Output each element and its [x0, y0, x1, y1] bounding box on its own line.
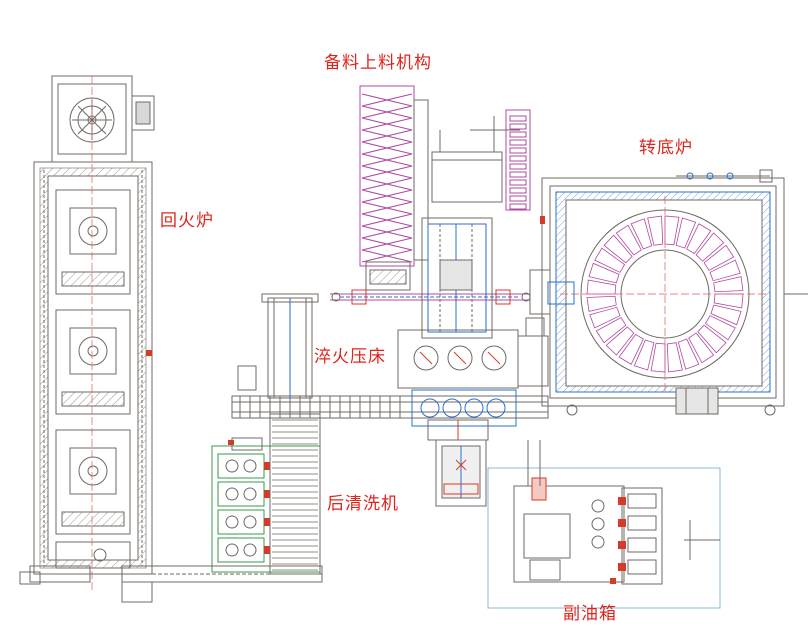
- pump-unit: [627, 515, 657, 531]
- quench-tank: [411, 389, 517, 427]
- hearth-segment: [713, 293, 744, 309]
- loader-column: [237, 293, 319, 399]
- pump-unit: [627, 559, 657, 575]
- warning-markers: [146, 216, 616, 584]
- hearth-segment: [697, 324, 727, 354]
- quench-press-label: 淬火压床: [314, 347, 386, 367]
- hearth-segment: [686, 223, 712, 255]
- feeding-mechanism: [359, 85, 531, 291]
- hearth-segment: [647, 215, 664, 246]
- hearth-segment: [703, 244, 735, 271]
- press-table: [397, 329, 519, 389]
- tempering-chamber: [55, 189, 131, 295]
- lower-cylinder: [435, 439, 487, 507]
- outlet-conveyor: [121, 565, 323, 603]
- hearth-segment: [603, 234, 633, 264]
- chamber-fan-icon: [78, 336, 108, 366]
- hearth-segment: [633, 339, 655, 371]
- chamber-fan-icon: [78, 456, 108, 486]
- tempering-chamber: [55, 429, 131, 535]
- chamber-fan-icon: [78, 216, 108, 246]
- oil-tank-boundary: [487, 467, 721, 609]
- hearth-segment: [666, 342, 683, 373]
- hearth-segment: [594, 247, 626, 273]
- hearth-segment: [713, 276, 744, 293]
- tempering-furnace-label: 回火炉: [160, 211, 214, 231]
- rotary-furnace-label: 转底炉: [639, 138, 693, 158]
- hearth-segment: [589, 306, 621, 329]
- aux-oil-tank-label: 副油箱: [563, 604, 617, 624]
- rotary-hearth-furnace: [529, 169, 808, 416]
- furnace-shell: [541, 177, 785, 407]
- hearth-segment: [695, 232, 725, 262]
- pump-unit: [627, 537, 657, 553]
- rear-washer: [211, 413, 321, 575]
- washer-cell: [217, 481, 265, 507]
- hearth-segment: [615, 224, 642, 256]
- hearth-segment: [677, 338, 700, 370]
- hearth-segment: [586, 295, 617, 312]
- hearth-segment: [710, 304, 742, 326]
- feeding-mechanism-label: 备料上料机构: [324, 53, 432, 73]
- hearth-segment: [704, 315, 736, 341]
- washer-cell: [217, 509, 265, 535]
- washer-cell: [217, 537, 265, 563]
- hearth-segment: [709, 259, 741, 282]
- hearth-segment: [688, 332, 715, 364]
- hearth-segment: [588, 262, 620, 284]
- hearth-segment: [595, 317, 627, 344]
- main-conveyor: [231, 389, 549, 441]
- feeding-chain: [505, 109, 531, 211]
- transfer-shuttle: [330, 289, 531, 305]
- washer-cell: [217, 453, 265, 479]
- hearth-segment: [605, 326, 635, 356]
- quench-press: [397, 217, 549, 389]
- tempering-furnace: [19, 75, 155, 590]
- pump-unit: [627, 493, 657, 509]
- tempering-body: [33, 161, 153, 575]
- rear-washer-label: 后清洗机: [327, 494, 399, 514]
- aux-oil-tank: [487, 440, 721, 609]
- hearth-segment: [675, 217, 697, 249]
- hearth-segment: [618, 333, 644, 365]
- hearth-segment: [630, 218, 653, 250]
- tempering-chamber: [55, 309, 131, 415]
- press-frame: [421, 217, 493, 339]
